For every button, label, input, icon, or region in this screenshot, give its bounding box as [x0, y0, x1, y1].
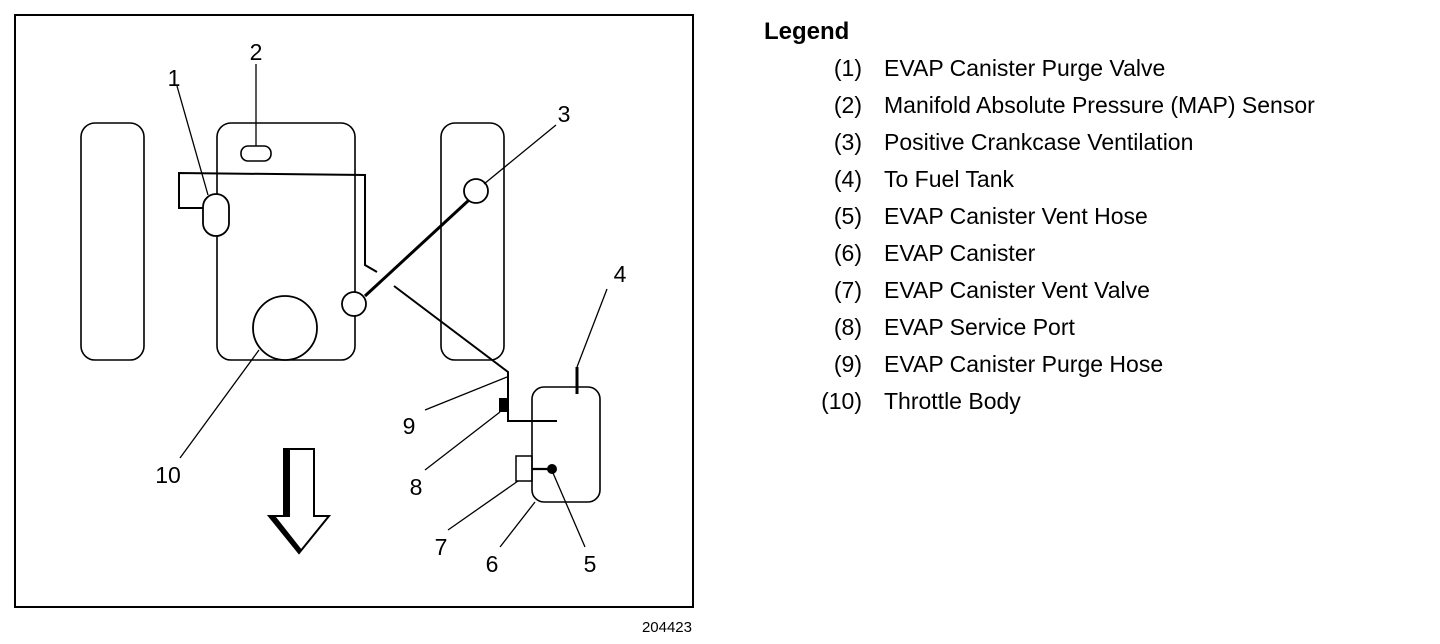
legend-item: (10) Throttle Body: [764, 386, 1434, 423]
evap-canister: [531, 386, 601, 503]
legend-item-label: Manifold Absolute Pressure (MAP) Sensor: [884, 92, 1315, 118]
legend-item-number: (9): [833, 351, 862, 377]
legend-item: (8) EVAP Service Port: [764, 312, 1434, 349]
legend-item: (1) EVAP Canister Purge Valve: [764, 53, 1434, 90]
legend-item: (9) EVAP Canister Purge Hose: [764, 349, 1434, 386]
legend-item-label: EVAP Canister: [884, 240, 1036, 266]
leader-line-1: [176, 85, 209, 196]
right-cylinder-bank: [440, 122, 505, 361]
legend-item-label: EVAP Canister Purge Valve: [884, 55, 1166, 81]
leader-line-10: [179, 349, 260, 459]
callout-2: 2: [250, 39, 263, 65]
legend-item-number: (3): [833, 129, 862, 155]
legend-item-label: Throttle Body: [884, 388, 1021, 414]
legend-item-label: EVAP Service Port: [884, 314, 1075, 340]
legend-item: (7) EVAP Canister Vent Valve: [764, 275, 1434, 312]
diagram-frame: [14, 14, 694, 608]
legend-item-number: (6): [833, 240, 862, 266]
callout-9: 9: [403, 413, 416, 439]
legend-item-label: EVAP Canister Purge Hose: [884, 351, 1164, 377]
callout-4: 4: [614, 261, 627, 287]
legend-item-number: (5): [833, 203, 862, 229]
legend-list: (1) EVAP Canister Purge Valve (2) Manifold …: [764, 53, 1434, 423]
callout-7: 7: [435, 534, 448, 560]
leader-line-8: [424, 411, 501, 471]
legend-item-number: (1): [833, 55, 862, 81]
evap-system-diagram: 1 2 3 4 5 6 7 8 9 10 204423: [14, 14, 694, 636]
legend: Legend (1) EVAP Canister Purge Valve (2) Ma…: [764, 17, 1434, 423]
legend-item: (3) Positive Crankcase Ventilation: [764, 127, 1434, 164]
callout-8: 8: [410, 474, 423, 500]
callout-3: 3: [558, 101, 571, 127]
throttle-body: [252, 295, 318, 361]
evap-canister-vent-valve: [515, 455, 533, 482]
legend-title: Legend: [764, 18, 850, 45]
vent-hose-fitting: [547, 464, 557, 474]
callout-10: 10: [155, 462, 181, 488]
forward-arrow-icon: [266, 448, 332, 555]
diagram-drawing: 1 2 3 4 5 6 7 8 9 10 204423: [14, 14, 694, 636]
legend-item-label: EVAP Canister Vent Hose: [884, 203, 1148, 229]
legend-item-number: (10): [821, 388, 862, 414]
callout-6: 6: [486, 551, 499, 577]
leader-line-4: [576, 288, 608, 368]
callout-1: 1: [168, 65, 181, 91]
leader-line-7: [447, 480, 519, 531]
leader-line-9: [424, 376, 508, 411]
leader-line-5: [552, 472, 586, 548]
purge-valve-hose: [178, 171, 378, 273]
legend-item: (6) EVAP Canister: [764, 238, 1434, 275]
pcv-valve-right: [463, 178, 489, 204]
legend-item: (2) Manifold Absolute Pressure (MAP) Sens…: [764, 90, 1434, 127]
evap-service-port: [499, 398, 508, 412]
pcv-hose: [363, 198, 471, 298]
legend-item-number: (4): [833, 166, 862, 192]
callout-5: 5: [584, 551, 597, 577]
pcv-valve-left: [341, 291, 367, 317]
legend-item-number: (2): [833, 92, 862, 118]
leader-line-3: [483, 124, 557, 185]
legend-item-label: EVAP Canister Vent Valve: [884, 277, 1150, 303]
legend-item: (4) To Fuel Tank: [764, 164, 1434, 201]
legend-item-number: (7): [833, 277, 862, 303]
left-cylinder-bank: [80, 122, 145, 361]
legend-item-number: (8): [833, 314, 862, 340]
figure-id: 204423: [642, 619, 692, 636]
legend-item-label: Positive Crankcase Ventilation: [884, 129, 1194, 155]
leader-line-6: [499, 501, 536, 548]
evap-canister-purge-valve: [202, 193, 230, 237]
forward-arrow-shadow: [270, 449, 302, 553]
legend-item-label: To Fuel Tank: [884, 166, 1014, 192]
legend-item: (5) EVAP Canister Vent Hose: [764, 201, 1434, 238]
map-sensor: [240, 145, 272, 162]
